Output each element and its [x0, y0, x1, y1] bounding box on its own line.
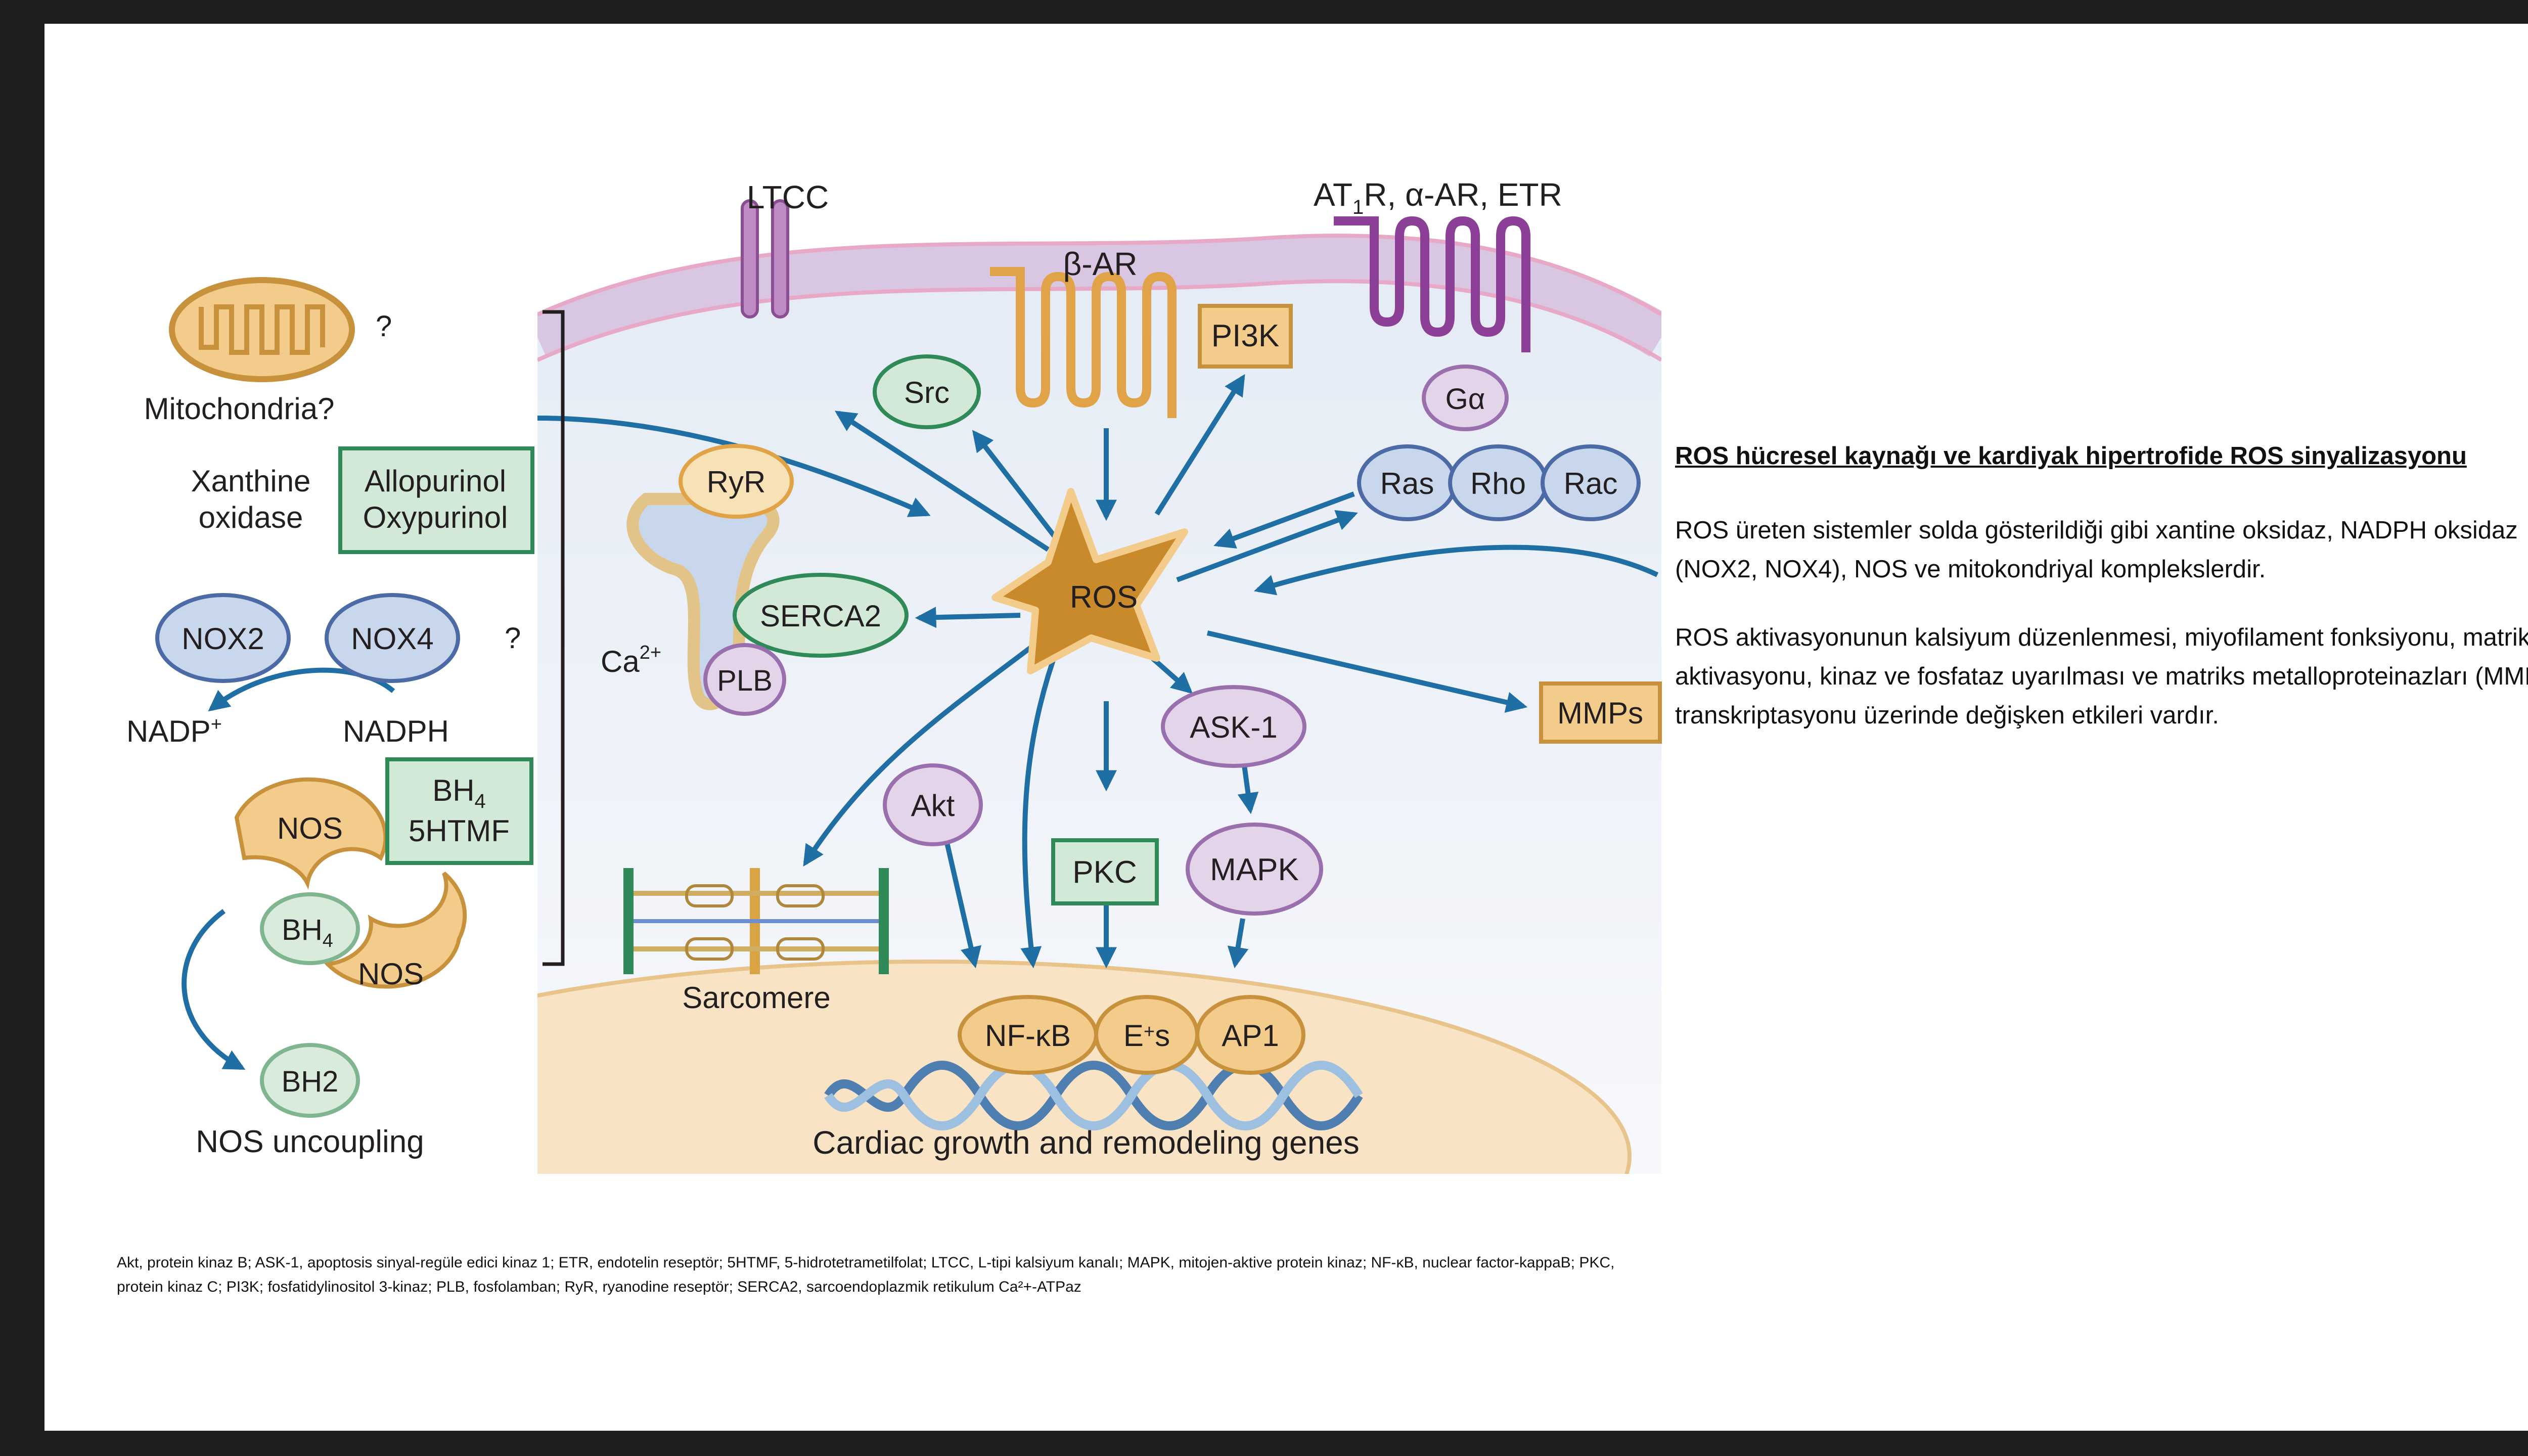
arrow-ros-sarcomere	[803, 628, 1055, 867]
arrow-bh4-bh2	[182, 908, 246, 1070]
xanthine-label-1: Xanthine	[191, 464, 311, 498]
at1r-label: AT1R, α-AR, ETR	[1314, 176, 1562, 218]
side-panel-title: ROS hücresel kaynağı ve kardiyak hipertr…	[1675, 442, 2467, 470]
oxypurinol-label: Oxypurinol	[363, 500, 508, 534]
arrow-membrane-ros	[1253, 544, 1659, 596]
arrow-ros-mmps	[1206, 630, 1528, 713]
ap1-node	[1195, 995, 1305, 1075]
ras-label: Ras	[1380, 467, 1434, 500]
beta-ar-receptor-icon	[990, 267, 1177, 418]
nox-question-mark: ?	[505, 622, 521, 655]
ros-label: ROS	[1070, 580, 1138, 615]
mmps-label: MMPs	[1557, 696, 1643, 730]
bh4-node	[260, 892, 360, 965]
nox2-node	[155, 593, 291, 683]
side-panel: ROS hücresel kaynağı ve kardiyak hipertr…	[1675, 437, 2528, 735]
nfkb-label: NF-κB	[985, 1019, 1071, 1053]
rho-label: Rho	[1470, 467, 1526, 500]
mitochondrion-icon	[169, 277, 355, 382]
serca2-label: SERCA2	[760, 599, 881, 633]
ros-signaling-diagram: ROS	[126, 176, 1662, 1174]
beta-ar-label: β-AR	[1063, 246, 1137, 282]
ca-label: Ca2+	[601, 642, 661, 678]
arrow-ras-ros	[1213, 491, 1355, 549]
ask1-node	[1161, 685, 1306, 768]
pkc-label: PKC	[1072, 855, 1137, 890]
rac-label: Rac	[1564, 467, 1618, 500]
bracket	[543, 310, 565, 966]
ryr-node	[679, 444, 794, 519]
dna-helix-icon	[824, 1061, 1363, 1130]
side-panel-paragraph-1: ROS üreten sistemler solda gösterildiği …	[1675, 517, 2518, 583]
sarcomere-icon	[623, 868, 889, 974]
arrow-mapk-nucleus	[1227, 918, 1249, 969]
slide: ROS	[44, 24, 2528, 1431]
arrow-akt-nucleus	[944, 842, 981, 969]
ltcc-channel-icon	[741, 199, 789, 318]
galpha-label: Gα	[1446, 383, 1485, 416]
ask1-label: ASK-1	[1190, 710, 1277, 744]
mitochondria-label: Mitochondria?	[144, 392, 335, 426]
nos-uncoupling-label: NOS uncoupling	[196, 1124, 424, 1159]
bh4-label: BH4	[282, 914, 333, 951]
src-label: Src	[904, 376, 950, 410]
pkc-box	[1051, 838, 1159, 905]
ets-label: E+s	[1123, 1019, 1170, 1053]
bh4-5htmf-box	[385, 757, 533, 865]
nos-bottom-label: NOS	[358, 957, 424, 991]
genes-label: Cardiac growth and remodeling genes	[812, 1124, 1360, 1161]
ros-star: ROS	[991, 488, 1188, 674]
src-node	[873, 354, 981, 429]
side-panel-paragraph-2: ROS aktivasyonunun kalsiyum düzenlenmesi…	[1675, 624, 2528, 729]
plb-node	[703, 643, 786, 716]
mapk-label: MAPK	[1210, 852, 1299, 887]
ap1-label: AP1	[1222, 1019, 1279, 1053]
akt-node	[883, 763, 983, 846]
xanthine-inhibitors-box	[338, 446, 534, 554]
cell-membrane	[537, 236, 1661, 358]
signal-arrows	[182, 374, 1659, 1070]
nos-top-label: NOS	[277, 811, 343, 845]
serca2-node	[733, 573, 909, 658]
at1r-receptor-icon	[1334, 216, 1530, 352]
abbreviation-note: Akt, protein kinaz B; ASK-1, apoptosis s…	[117, 1254, 1615, 1295]
xanthine-label-2: oxidase	[199, 500, 303, 534]
nos-complex-icon	[234, 777, 467, 989]
mmps-box	[1539, 681, 1662, 744]
nox2-label: NOX2	[182, 622, 264, 656]
arrow-membrane-left	[537, 416, 931, 517]
ryr-label: RyR	[707, 465, 766, 499]
arrow-ros-src	[834, 411, 1050, 552]
rac-node	[1541, 444, 1641, 521]
bh2-node	[260, 1043, 360, 1118]
allopurinol-label: Allopurinol	[365, 464, 506, 498]
plb-label: PLB	[717, 664, 773, 697]
arrow-ros-pi3k	[1154, 374, 1245, 516]
arrow-ros-nucleus	[1020, 645, 1061, 969]
5htmf-label: 5HTMF	[409, 814, 510, 848]
nadph-label: NADPH	[343, 714, 449, 748]
ltcc-label: LTCC	[747, 179, 829, 215]
mito-question-mark: ?	[376, 310, 392, 343]
nox4-node	[325, 593, 460, 683]
arrow-ros-ras	[1176, 510, 1358, 582]
akt-label: Akt	[911, 789, 955, 823]
arrow-ros-serca2	[915, 607, 1021, 628]
nadp-label: NADP+	[126, 714, 222, 748]
nox4-label: NOX4	[351, 622, 433, 656]
sarcomere-label: Sarcomere	[682, 981, 830, 1015]
bh2-label: BH2	[282, 1065, 339, 1098]
pi3k-label: PI3K	[1211, 318, 1279, 353]
mapk-node	[1186, 823, 1323, 916]
bh4-box-label: BH4	[432, 774, 486, 812]
arrow-ros-src-2	[972, 430, 1063, 547]
galpha-node	[1422, 365, 1509, 431]
pi3k-box	[1198, 304, 1293, 369]
